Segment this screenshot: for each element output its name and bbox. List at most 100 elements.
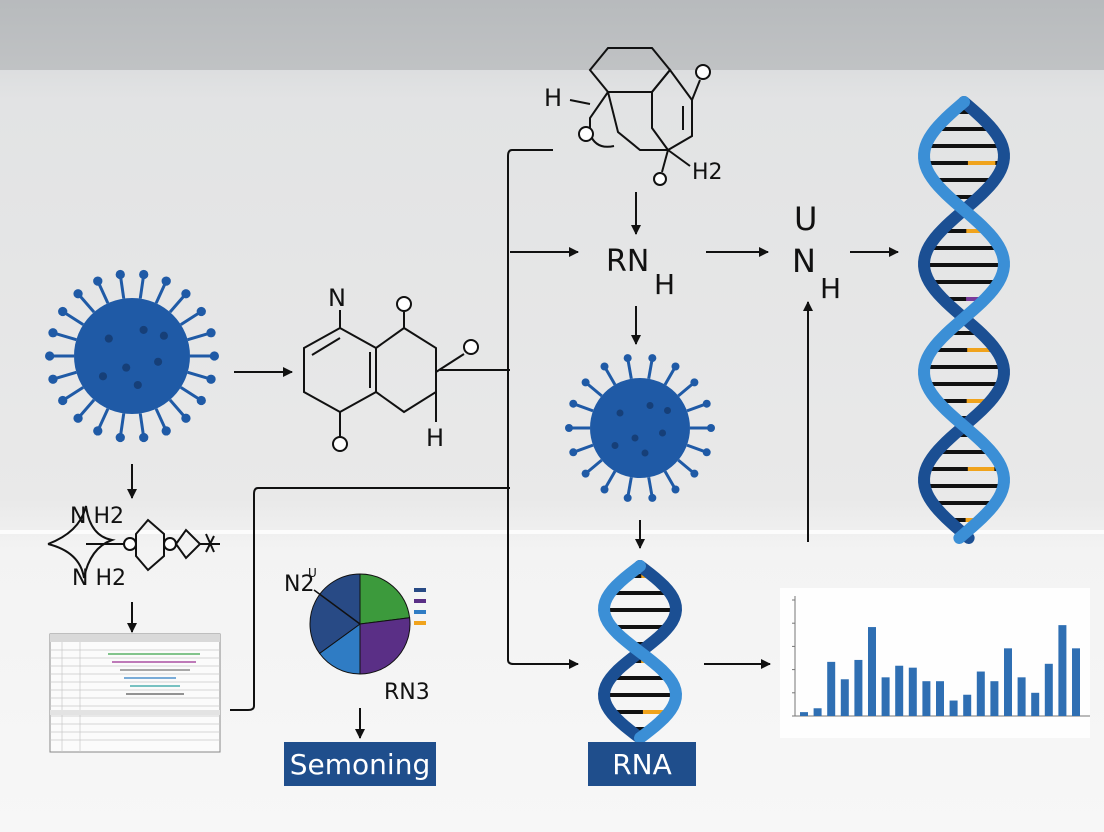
bar [922, 681, 930, 716]
bar [977, 672, 985, 716]
virus-surface-dot [160, 332, 168, 340]
virus-spike-tip [139, 270, 148, 279]
virus-surface-dot [664, 407, 671, 414]
virus-spike-tip [73, 414, 82, 423]
virus-spike-tip [703, 400, 711, 408]
virus-spike-tip [707, 424, 715, 432]
virus-spike-tip [648, 494, 656, 502]
virus-spike-tip [93, 276, 102, 285]
bar [854, 660, 862, 716]
virus-spike-tip [181, 414, 190, 423]
virus-spike-tip [703, 448, 711, 456]
virus-spike-tip [569, 448, 577, 456]
pie-legend-item [414, 606, 426, 617]
virus-surface-dot [154, 358, 162, 366]
virus-spike-tip [116, 433, 125, 442]
virus-surface-dot [612, 442, 619, 449]
virus-spike-tip [58, 307, 67, 316]
rn3-label: RN3 [384, 680, 430, 705]
pie-legend-item [414, 617, 426, 628]
rn-h-label: H [654, 268, 675, 301]
virus-spike-tip [601, 485, 609, 493]
top-molecule-h-label: H [544, 84, 562, 112]
spreadsheet-thumbnail [50, 634, 220, 752]
virus-spike-tip [601, 363, 609, 371]
virus-surface-dot [617, 410, 624, 417]
mid-molecule-h-label: H [426, 424, 444, 452]
virus-spike-tip [624, 494, 632, 502]
virus-surface-dot [105, 335, 113, 343]
virus-surface-dot [134, 381, 142, 389]
pie-n2-superscript: U [308, 566, 317, 580]
n-label: N [792, 242, 816, 280]
virus-spike-tip [690, 470, 698, 478]
bar [868, 627, 876, 716]
bar [936, 681, 944, 716]
virus-spike-tip [565, 424, 573, 432]
virus-spike-tip [93, 426, 102, 435]
virus-spike-tip [210, 351, 219, 360]
bar-chart [780, 588, 1090, 738]
bar [841, 679, 849, 716]
virus-surface-dot [140, 326, 148, 334]
virus-spike-tip [139, 433, 148, 442]
virus-spike-tip [45, 351, 54, 360]
bar [814, 708, 822, 716]
nh2-bottom-label: N H2 [72, 566, 126, 591]
bar [909, 668, 917, 716]
virus-spike-tip [116, 270, 125, 279]
virus-spike-tip [197, 396, 206, 405]
background-table-edge [0, 530, 1104, 534]
virus-spike-tip [648, 354, 656, 362]
bar [1018, 677, 1026, 716]
bar [963, 695, 971, 716]
virus-spike-tip [48, 328, 57, 337]
rn-label: RN [606, 244, 649, 279]
virus-surface-dot [642, 450, 649, 457]
virus-surface-dot [632, 435, 639, 442]
virus-spike-tip [48, 375, 57, 384]
nh2-top-label: N H2 [70, 504, 124, 529]
virus-spike-tip [162, 426, 171, 435]
virus-spike-tip [624, 354, 632, 362]
bar [1031, 693, 1039, 716]
virus-spike-tip [181, 289, 190, 298]
pie-chart [310, 574, 410, 674]
virus-surface-dot [122, 364, 130, 372]
virus-spike-tip [569, 400, 577, 408]
u-label: U [794, 200, 817, 238]
rna-box: RNA [588, 742, 696, 786]
bar [1072, 648, 1080, 716]
virus-spike-tip [582, 470, 590, 478]
virus-spike-tip [582, 378, 590, 386]
pie-legend-item [414, 584, 426, 595]
virus-spike-tip [672, 363, 680, 371]
virus-spike-tip [206, 375, 215, 384]
virus-spike-tip [672, 485, 680, 493]
virus-spike-tip [162, 276, 171, 285]
bar [1045, 664, 1053, 716]
background-blur-top [0, 0, 1104, 70]
bar [990, 681, 998, 716]
semoning-box: Semoning [284, 742, 436, 786]
mid-molecule-n-label: N [328, 284, 346, 312]
virus-surface-dot [659, 430, 666, 437]
virus-spike-tip [690, 378, 698, 386]
bar [895, 666, 903, 716]
pie-legend-item [414, 595, 426, 606]
virus-spike-tip [206, 328, 215, 337]
bar [950, 701, 958, 716]
pie-legend [414, 584, 426, 628]
virus-surface-dot [99, 372, 107, 380]
bar [1004, 648, 1012, 716]
virus-spike-tip [197, 307, 206, 316]
virus-spike-tip [73, 289, 82, 298]
bar [882, 677, 890, 716]
top-molecule-h2-label: H2 [692, 160, 723, 185]
bar [1058, 625, 1066, 716]
virus-body [590, 378, 690, 478]
virus-body [74, 298, 190, 414]
virus-spike-tip [58, 396, 67, 405]
